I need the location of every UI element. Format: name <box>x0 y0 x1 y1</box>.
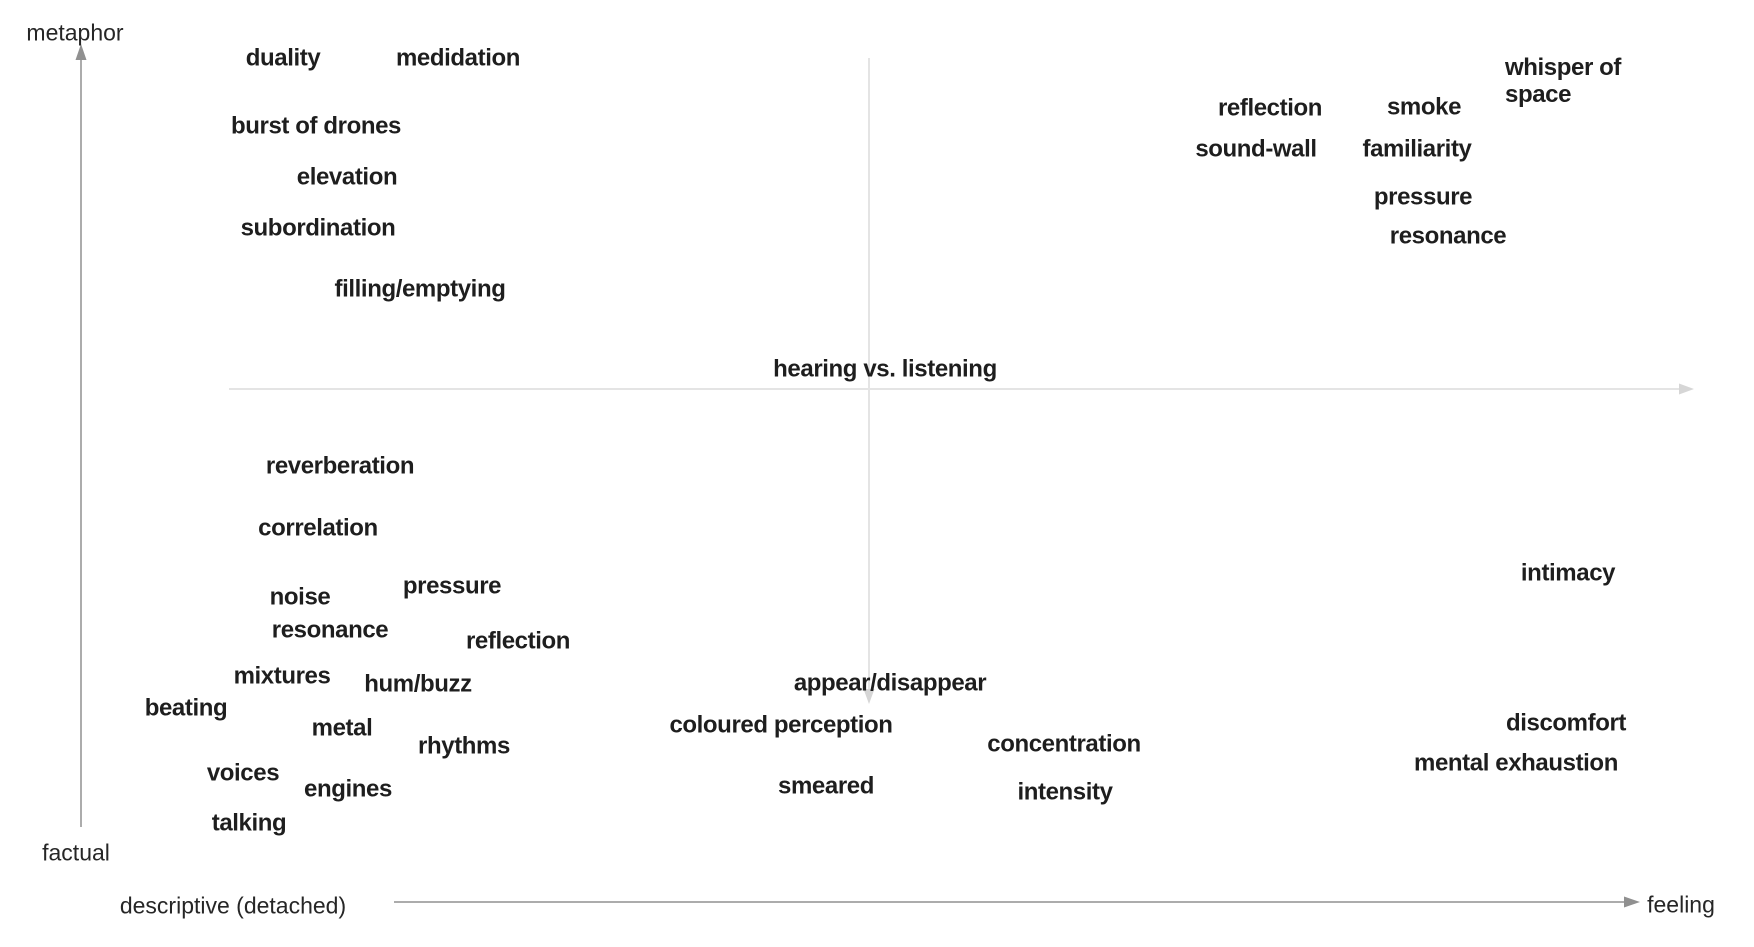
scatter-label: smoke <box>1386 93 1462 121</box>
scatter-label: engines <box>304 775 392 803</box>
y-axis-top-label: metaphor <box>26 19 124 46</box>
inner-horizontal-axis-arrow-icon <box>1679 383 1694 395</box>
scatter-label: familiarity <box>1362 135 1472 163</box>
scatter-label: subordination <box>240 214 396 242</box>
scatter-label: hum/buzz <box>364 670 472 698</box>
scatter-label: burst of drones <box>230 112 402 140</box>
scatter-label: mixtures <box>233 662 331 690</box>
x-axis-left-label: descriptive (detached) <box>119 892 347 919</box>
scatter-label: whisper of space <box>1505 54 1622 108</box>
scatter-label: beating <box>144 694 228 722</box>
scatter-label: voices <box>206 759 280 787</box>
y-axis-bottom-label: factual <box>42 839 110 866</box>
scatter-label: correlation <box>258 514 378 542</box>
x-axis-arrow-icon <box>1624 896 1640 908</box>
scatter-label: metal <box>311 714 373 742</box>
scatter-label: elevation <box>296 163 398 191</box>
scatter-label: intimacy <box>1520 559 1616 587</box>
scatter-label: intensity <box>1017 778 1113 806</box>
scatter-label: coloured perception <box>669 711 893 739</box>
scatter-label: hearing vs. listening <box>773 355 997 383</box>
x-axis-right-label: feeling <box>1647 891 1715 918</box>
scatter-label: smeared <box>778 772 874 800</box>
scatter-label: resonance <box>271 616 389 644</box>
scatter-label: sound-wall <box>1195 135 1317 163</box>
scatter-label: medidation <box>395 44 521 72</box>
scatter-label: talking <box>211 809 287 837</box>
scatter-label: concentration <box>987 730 1141 758</box>
scatter-label: pressure <box>402 572 502 600</box>
scatter-label: reflection <box>465 627 571 655</box>
scatter-label: rhythms <box>418 732 510 760</box>
y-axis-arrow-icon <box>75 44 87 60</box>
scatter-label: pressure <box>1373 183 1473 211</box>
inner-vertical-axis-arrow-icon <box>863 689 875 704</box>
scatter-label: filling/emptying <box>334 275 506 303</box>
scatter-label: reflection <box>1217 94 1323 122</box>
scatter-label: mental exhaustion <box>1414 749 1618 777</box>
scatter-label: discomfort <box>1505 709 1627 737</box>
scatter-label: duality <box>245 44 321 72</box>
scatter-label: appear/disappear <box>793 669 987 697</box>
scatter-label: noise <box>269 583 331 611</box>
scatter-label: resonance <box>1389 222 1507 250</box>
scatter-label: reverberation <box>265 452 415 480</box>
